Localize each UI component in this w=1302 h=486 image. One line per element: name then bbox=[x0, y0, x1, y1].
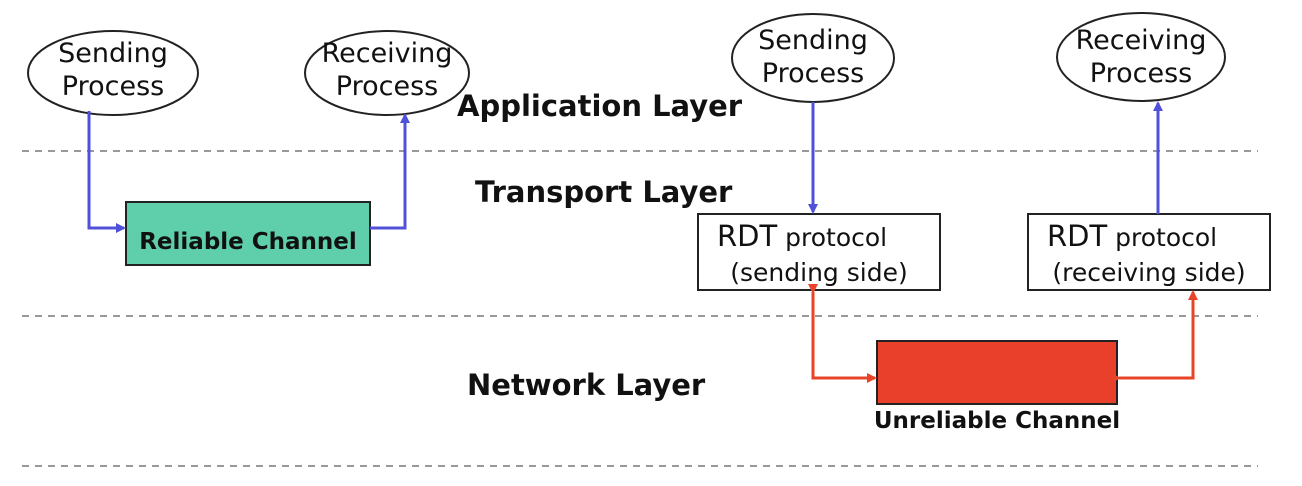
left-sending-process-line2: Process bbox=[62, 71, 164, 102]
right-sending-process: Sending Process bbox=[731, 13, 895, 103]
layer-dividers bbox=[22, 150, 1258, 467]
rdt-receiving-side-title-main: RDT bbox=[1047, 219, 1107, 253]
right-receiving-process: Receiving Process bbox=[1056, 12, 1226, 102]
transport-layer-label: Transport Layer bbox=[475, 175, 733, 209]
left-receiving-process-line1: Receiving bbox=[322, 38, 453, 69]
right-receiving-process-line2: Process bbox=[1090, 58, 1192, 89]
reliable-channel-box bbox=[125, 201, 371, 266]
rdt-sending-side-subtitle: (sending side) bbox=[730, 258, 907, 287]
unreliable-channel-box bbox=[876, 340, 1118, 405]
rdt-sending-side-title: RDT protocol bbox=[717, 219, 887, 253]
rdt-receiving-side-title: RDT protocol bbox=[1047, 219, 1217, 253]
left-receiving-process-ellipse bbox=[304, 30, 470, 116]
left-send-arrow bbox=[87, 111, 126, 233]
rdt-sending-side-title-main: RDT bbox=[717, 219, 777, 253]
reliable-channel: Reliable Channel bbox=[125, 201, 371, 266]
left-receiving-process-line2: Process bbox=[336, 71, 438, 102]
right-sending-process-line1: Sending bbox=[758, 25, 868, 56]
sender-channel-arrow bbox=[808, 284, 877, 383]
reliable-channel-label: Reliable Channel bbox=[139, 229, 357, 255]
left-sending-process-line1: Sending bbox=[58, 38, 168, 69]
rdt-receiving-side-box bbox=[1027, 213, 1271, 291]
rdt-sending-side-box bbox=[697, 213, 941, 291]
left-receiving-process: Receiving Process bbox=[304, 30, 470, 116]
left-receive-arrow bbox=[370, 113, 410, 230]
rdt-receiving-side-title-rest: protocol bbox=[1107, 223, 1217, 252]
application-layer-label: Application Layer bbox=[457, 89, 743, 123]
right-receiving-process-ellipse bbox=[1056, 12, 1226, 102]
rdt-sending-side-title-rest: protocol bbox=[777, 223, 887, 252]
unreliable-channel-label: Unreliable Channel bbox=[874, 408, 1120, 434]
right-receiving-process-line1: Receiving bbox=[1076, 25, 1207, 56]
network-layer-label: Network Layer bbox=[467, 368, 706, 402]
rdt-receiving-side: RDT protocol (receiving side) bbox=[1027, 213, 1271, 291]
left-sending-process: Sending Process bbox=[27, 30, 199, 116]
rdt-receiving-side-subtitle: (receiving side) bbox=[1052, 258, 1245, 287]
rdt-sending-side: RDT protocol (sending side) bbox=[697, 213, 941, 291]
unreliable-channel: Unreliable Channel bbox=[874, 340, 1120, 434]
receiver-channel-arrow bbox=[1111, 290, 1198, 383]
left-sending-process-ellipse bbox=[27, 30, 199, 116]
right-sending-process-line2: Process bbox=[762, 58, 864, 89]
